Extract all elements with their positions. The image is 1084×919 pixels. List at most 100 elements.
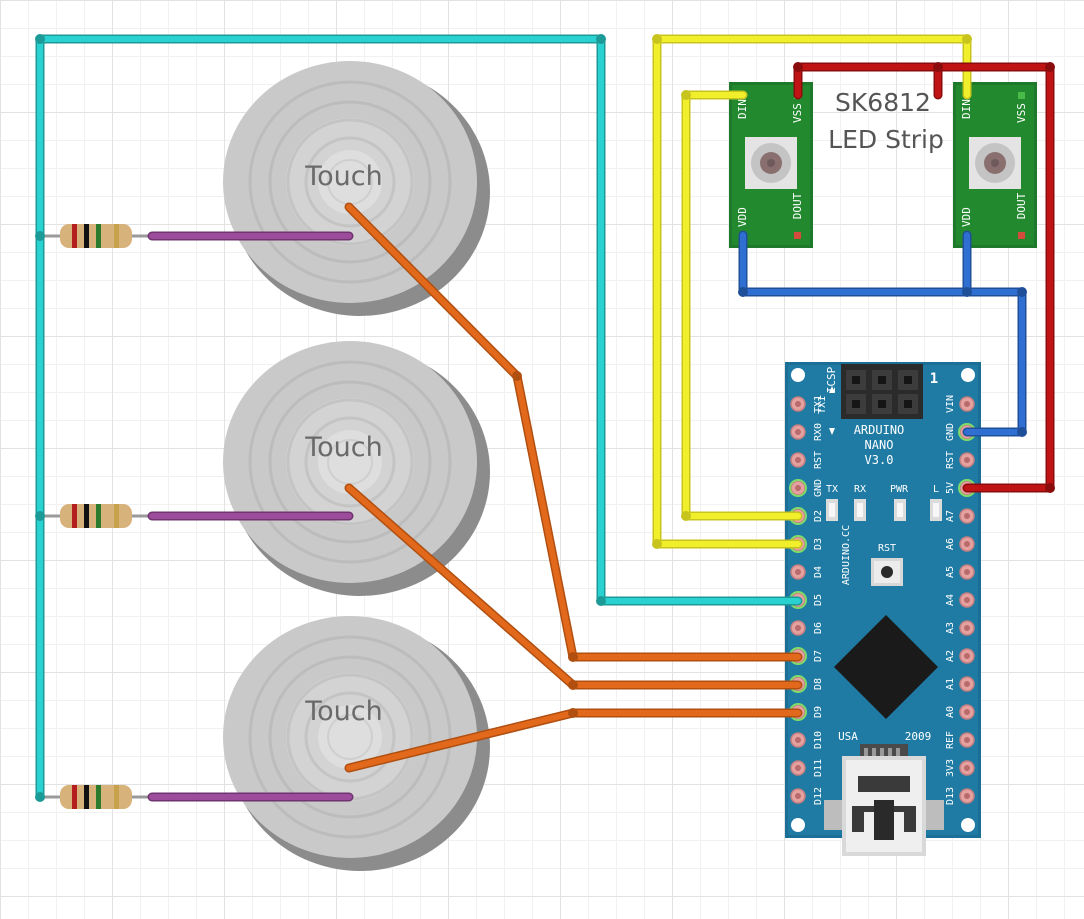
pin-label-vdd: VDD [960, 207, 973, 227]
wire-bend-point [681, 511, 691, 521]
pin-hole [795, 457, 801, 463]
reset-button[interactable] [871, 558, 903, 586]
wire-bend-point [568, 708, 578, 718]
wire-bend-point [35, 34, 45, 44]
wire-bend-point [512, 371, 522, 381]
pin-label-rst: RST [813, 451, 824, 469]
led-pixel-2[interactable]: DIN VSS VDD DOUT [953, 82, 1037, 248]
touch-sensor-2[interactable]: Touch [223, 341, 490, 596]
wire-bend-point [933, 62, 943, 72]
pin-label-d5: D5 [813, 594, 824, 606]
site-label: ARDUINO.CC [841, 525, 852, 585]
wire-bend-point [738, 287, 748, 297]
made-in-label: USA [838, 730, 858, 743]
pin-label-tx1: TX1 [813, 395, 824, 413]
pin-label-3v3: 3V3 [945, 759, 956, 777]
rx-arrow-icon [829, 428, 835, 435]
pin-hole [964, 457, 970, 463]
led-pixel-1[interactable]: DIN VSS VDD DOUT [729, 82, 813, 248]
mount-hole [961, 818, 975, 832]
pin-label-d7: D7 [813, 650, 824, 662]
resistor-1[interactable] [38, 224, 152, 248]
pin-label-dout: DOUT [791, 192, 804, 219]
board-name-line3: V3.0 [865, 453, 894, 467]
pin-label-d12: D12 [813, 787, 824, 805]
pin-hole [795, 765, 801, 771]
wire-bend-point [681, 90, 691, 100]
pin-hole [964, 737, 970, 743]
pin-hole [964, 653, 970, 659]
pin-label-vss: VSS [1015, 103, 1028, 123]
pin-label-a1: A1 [945, 678, 956, 690]
pin-hole [964, 793, 970, 799]
led-strip-title-line2: LED Strip [828, 125, 944, 154]
pin-hole [964, 625, 970, 631]
microcontroller-chip [834, 615, 938, 719]
board-name-line1: ARDUINO [854, 423, 905, 437]
usb-port[interactable] [824, 744, 944, 856]
tx-arrow-icon [829, 386, 835, 393]
icsp-label: ICSP [825, 366, 838, 393]
pin-label-a2: A2 [945, 650, 956, 662]
wire-bend-point [596, 34, 606, 44]
wire-bend-point [1045, 483, 1055, 493]
board-name-line2: NANO [865, 438, 894, 452]
resistor-3[interactable] [38, 785, 152, 809]
pin-label-d9: D9 [813, 706, 824, 718]
pin-hole [795, 793, 801, 799]
wire-bend-point [35, 231, 45, 241]
mount-hole [791, 368, 805, 382]
mount-hole [961, 368, 975, 382]
pin-label-a6: A6 [945, 538, 956, 550]
wire-bend-point [596, 596, 606, 606]
mount-hole [791, 818, 805, 832]
pin-hole [795, 569, 801, 575]
pin-hole [795, 485, 801, 491]
resistor-2[interactable] [38, 504, 152, 528]
pin-hole [795, 429, 801, 435]
wire-bend-point [962, 34, 972, 44]
arduino-nano[interactable]: ICSP 1 TX1 ARDUINO NANO V3.0 TX RX PWR L… [785, 362, 981, 856]
pin-label-dout: DOUT [1015, 192, 1028, 219]
pin-label-din: DIN [736, 99, 749, 119]
pin-label-d11: D11 [813, 759, 824, 777]
pin-label-gnd: GND [945, 423, 956, 441]
wire-bend-point [962, 287, 972, 297]
touch-sensor-1[interactable]: Touch [223, 61, 490, 316]
pin-label-d10: D10 [813, 731, 824, 749]
pin-hole [964, 597, 970, 603]
pin-hole [795, 401, 801, 407]
pin-hole [964, 681, 970, 687]
wire-bend-point [35, 792, 45, 802]
pin-hole [795, 625, 801, 631]
pin-label-a0: A0 [945, 706, 956, 718]
wire-junctions [35, 34, 1055, 802]
pin-label-din: DIN [960, 99, 973, 119]
led-label-l: L [933, 484, 939, 495]
pin-label-d6: D6 [813, 622, 824, 634]
pin-label-a4: A4 [945, 594, 956, 606]
pin-label-a3: A3 [945, 622, 956, 634]
led-label-tx: TX [826, 484, 838, 495]
pin-hole [964, 541, 970, 547]
pin-label-d3: D3 [813, 538, 824, 550]
wire-bend-point [652, 539, 662, 549]
pin-label-d2: D2 [813, 510, 824, 522]
wire-sensor-1-to-d7[interactable] [346, 204, 801, 660]
year-label: 2009 [905, 730, 932, 743]
pin-hole [964, 569, 970, 575]
pin-hole [964, 765, 970, 771]
reset-label: RST [878, 543, 896, 554]
wire-d2-to-pixel-1-din[interactable] [683, 92, 801, 519]
pin-label-5v: 5V [945, 482, 956, 494]
pin-hole [964, 709, 970, 715]
led-label-rx: RX [854, 484, 866, 495]
pin-hole [964, 513, 970, 519]
led-strip-title-line1: SK6812 [835, 88, 931, 117]
pin-label-ref: REF [945, 731, 956, 749]
pin-label-vss: VSS [791, 103, 804, 123]
wire-bend-point [652, 34, 662, 44]
led-label-pwr: PWR [890, 484, 909, 495]
wire-bend-point [1045, 62, 1055, 72]
